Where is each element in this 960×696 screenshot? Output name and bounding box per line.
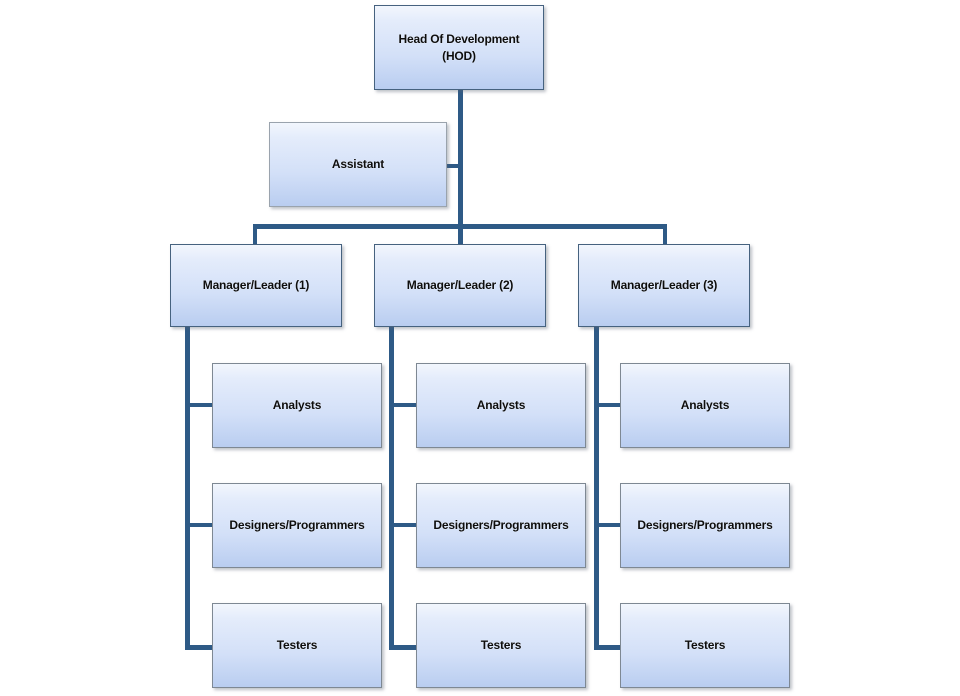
- hod-line-1: Head Of Development: [398, 32, 520, 47]
- connector-stub-analysts-3: [594, 403, 624, 407]
- node-assistant[interactable]: Assistant: [269, 122, 447, 207]
- node-analysts-1[interactable]: Analysts: [212, 363, 382, 448]
- node-analysts-3[interactable]: Analysts: [620, 363, 790, 448]
- connector-hod-to-assistant: [445, 164, 463, 168]
- connector-spine-manager-2: [389, 324, 394, 650]
- connector-spine-manager-1: [185, 324, 190, 650]
- connector-stub-testers-1: [185, 645, 215, 650]
- node-label-testers-3: Testers: [684, 638, 726, 653]
- connector-spine-manager-3: [594, 324, 599, 650]
- connector-stub-designers-3: [594, 523, 624, 527]
- node-label-testers-2: Testers: [480, 638, 522, 653]
- node-designers-programmers-1[interactable]: Designers/Programmers: [212, 483, 382, 568]
- connector-drop-manager-3: [663, 224, 667, 246]
- connector-stub-analysts-1: [185, 403, 215, 407]
- node-manager-leader-3[interactable]: Manager/Leader (3): [578, 244, 750, 327]
- hod-line-2: (HOD): [442, 48, 476, 63]
- node-label-assistant: Assistant: [331, 157, 385, 172]
- node-label-testers-1: Testers: [276, 638, 318, 653]
- node-designers-programmers-3[interactable]: Designers/Programmers: [620, 483, 790, 568]
- node-label-head-of-development: Head Of Development (HOD): [393, 31, 526, 63]
- node-analysts-2[interactable]: Analysts: [416, 363, 586, 448]
- connector-drop-manager-1: [253, 224, 257, 246]
- connector-stub-analysts-2: [389, 403, 419, 407]
- connector-stub-designers-1: [185, 523, 215, 527]
- node-label-analysts-2: Analysts: [476, 398, 526, 413]
- node-label-analysts-1: Analysts: [272, 398, 322, 413]
- connector-drop-manager-2: [458, 224, 463, 246]
- connector-stub-testers-2: [389, 645, 419, 650]
- node-label-manager-leader-1: Manager/Leader (1): [202, 278, 310, 293]
- node-label-analysts-3: Analysts: [680, 398, 730, 413]
- node-testers-2[interactable]: Testers: [416, 603, 586, 688]
- node-label-designers-programmers-1: Designers/Programmers: [229, 518, 365, 533]
- node-testers-1[interactable]: Testers: [212, 603, 382, 688]
- connector-stub-designers-2: [389, 523, 419, 527]
- connector-stub-testers-3: [594, 645, 624, 650]
- node-label-manager-leader-2: Manager/Leader (2): [406, 278, 514, 293]
- node-label-designers-programmers-2: Designers/Programmers: [433, 518, 569, 533]
- node-testers-3[interactable]: Testers: [620, 603, 790, 688]
- node-label-manager-leader-3: Manager/Leader (3): [610, 278, 718, 293]
- node-manager-leader-1[interactable]: Manager/Leader (1): [170, 244, 342, 327]
- node-manager-leader-2[interactable]: Manager/Leader (2): [374, 244, 546, 327]
- node-label-designers-programmers-3: Designers/Programmers: [637, 518, 773, 533]
- node-designers-programmers-2[interactable]: Designers/Programmers: [416, 483, 586, 568]
- connector-hod-trunk: [458, 88, 463, 228]
- node-head-of-development[interactable]: Head Of Development (HOD): [374, 5, 544, 90]
